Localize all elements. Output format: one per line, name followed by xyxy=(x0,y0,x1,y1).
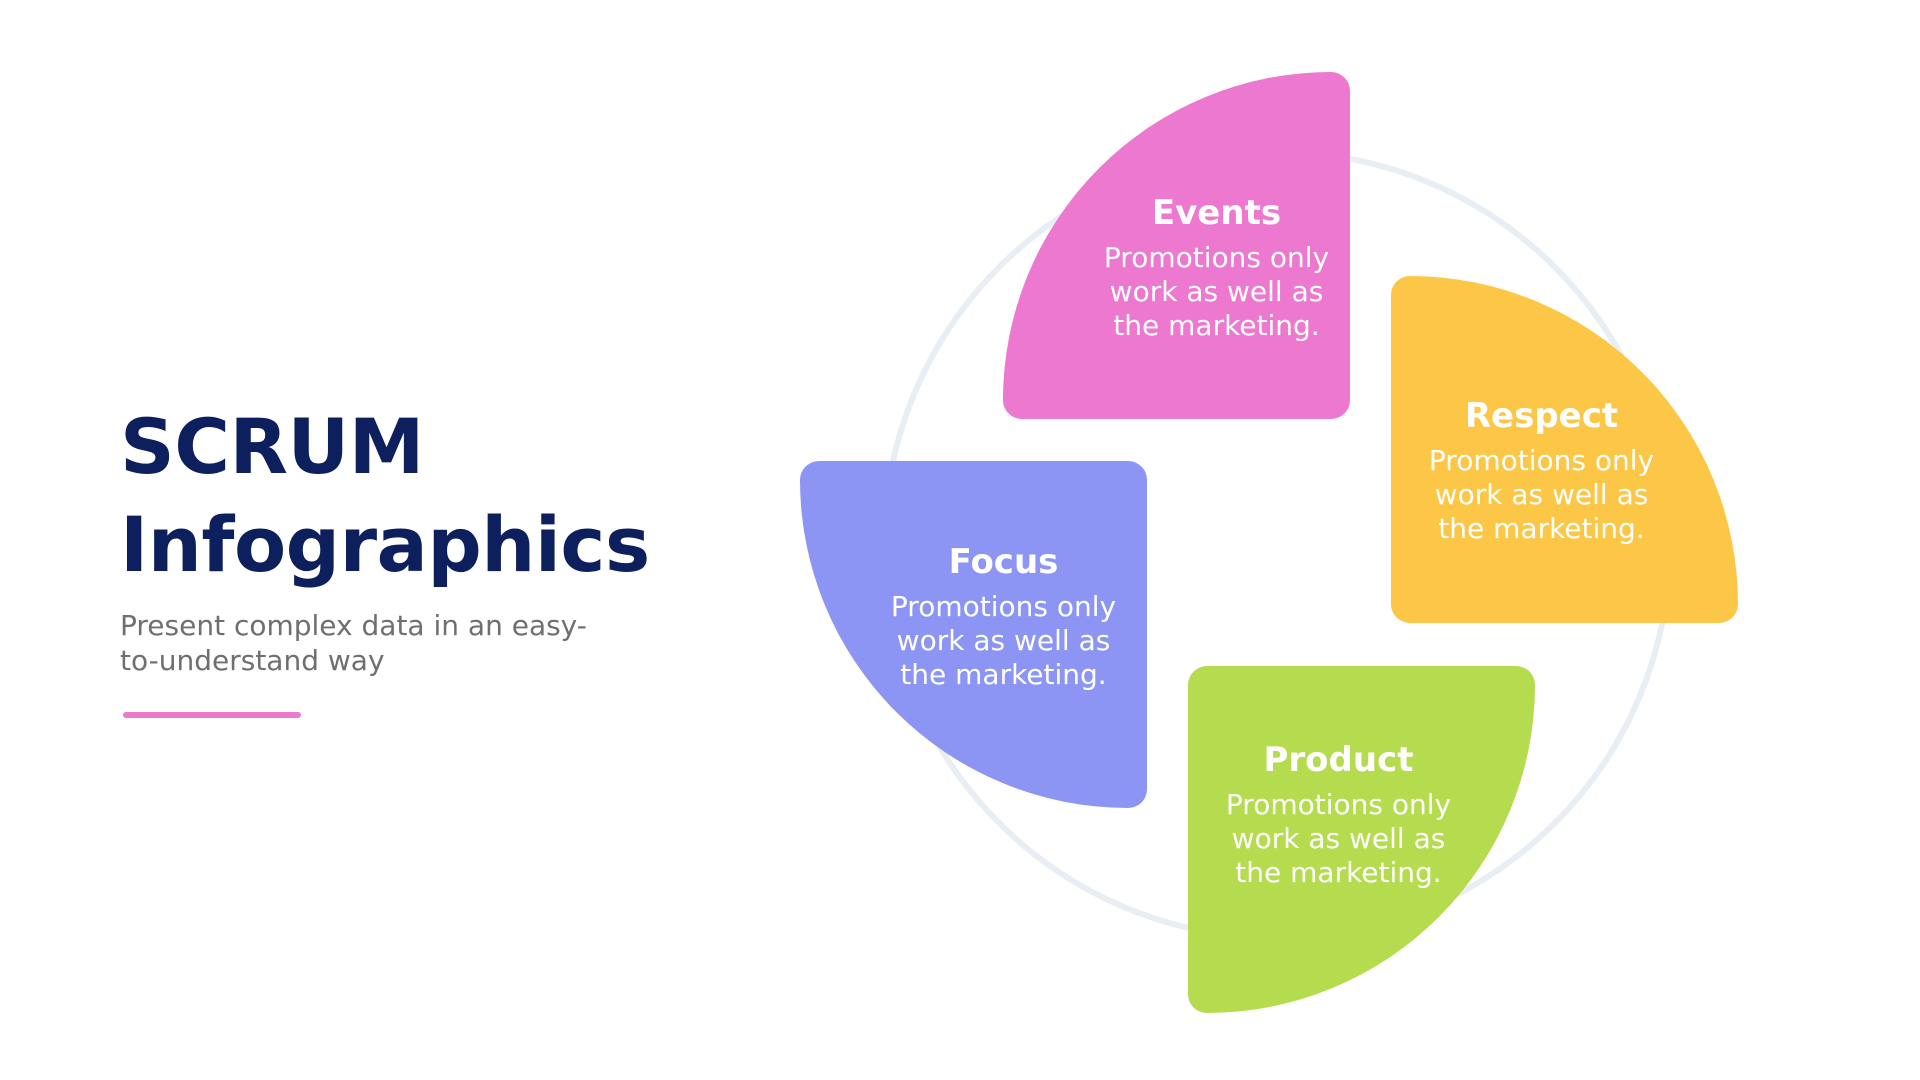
page-title-line-1: SCRUM xyxy=(120,402,424,491)
card-events-text: Promotions only work as well as the mark… xyxy=(1103,240,1330,342)
accent-divider xyxy=(123,712,301,718)
card-focus-text: Promotions only work as well as the mark… xyxy=(890,589,1117,691)
card-respect-title: Respect xyxy=(1464,395,1619,436)
card-product-title: Product xyxy=(1263,739,1414,780)
card-product: Product Promotions only work as well as … xyxy=(1188,666,1535,1013)
card-events-title: Events xyxy=(1151,192,1282,233)
card-respect-text: Promotions only work as well as the mark… xyxy=(1428,443,1655,545)
card-focus-title: Focus xyxy=(948,541,1059,582)
card-product-text: Promotions only work as well as the mark… xyxy=(1225,787,1452,889)
page-subtitle: Present complex data in an easy-to-under… xyxy=(120,609,587,677)
title-block: SCRUM Infographics Present complex data … xyxy=(120,398,650,678)
page-title-line-2: Infographics xyxy=(120,500,650,589)
